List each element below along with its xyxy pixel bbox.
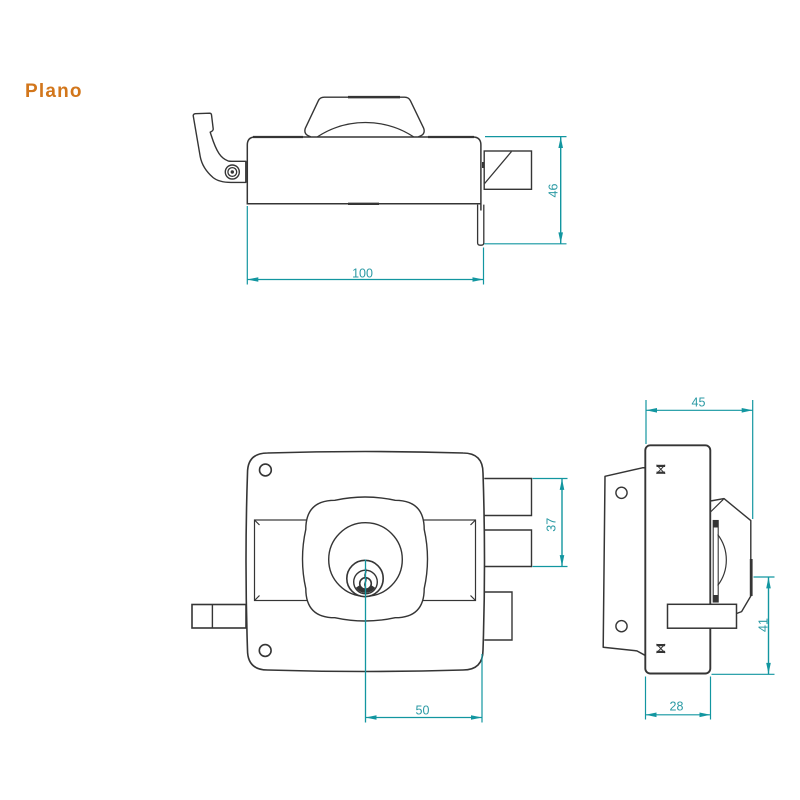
svg-text:46: 46 [547,184,561,198]
svg-text:100: 100 [352,267,373,281]
svg-text:28: 28 [670,700,684,714]
svg-text:50: 50 [416,704,430,718]
svg-text:41: 41 [757,618,771,632]
svg-text:37: 37 [545,518,559,532]
svg-text:45: 45 [692,396,706,410]
